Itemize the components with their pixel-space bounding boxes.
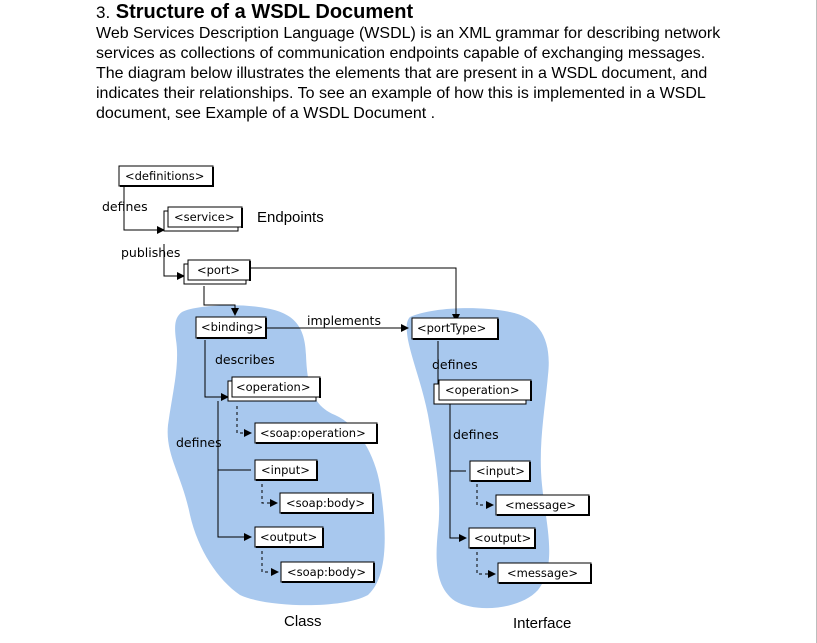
node-operation-class-label: <operation> bbox=[236, 380, 311, 394]
node-input-iface-label: <input> bbox=[476, 464, 525, 478]
node-definitions: <definitions> bbox=[118, 165, 214, 187]
node-message-in: <message> bbox=[495, 494, 590, 516]
caption-class: Class bbox=[284, 613, 322, 630]
node-soap-body-out: <soap:body> bbox=[280, 561, 375, 583]
node-port: <port> bbox=[183, 259, 251, 285]
caption-interface: Interface bbox=[513, 615, 571, 632]
node-binding-label: <binding> bbox=[201, 320, 263, 334]
label-defines-class: defines bbox=[176, 435, 222, 450]
label-describes: describes bbox=[215, 352, 275, 367]
class-blob bbox=[167, 305, 385, 606]
node-input-iface: <input> bbox=[469, 460, 531, 482]
node-binding: <binding> bbox=[195, 316, 267, 339]
section-number: 3. bbox=[96, 3, 111, 22]
label-endpoints: Endpoints bbox=[257, 209, 324, 226]
node-message-out-label: <message> bbox=[507, 566, 578, 580]
node-porttype: <portType> bbox=[411, 317, 499, 340]
node-service: <service> bbox=[163, 206, 243, 232]
node-soap-body-in: <soap:body> bbox=[279, 492, 374, 514]
section-heading: 3. Structure of a WSDL Document bbox=[96, 1, 413, 24]
connectors bbox=[123, 186, 467, 542]
node-porttype-label: <portType> bbox=[417, 321, 486, 335]
section-title: Structure of a WSDL Document bbox=[115, 1, 414, 23]
node-input-class-label: <input> bbox=[261, 463, 310, 477]
label-defines-iface-top: defines bbox=[432, 357, 478, 372]
node-definitions-label: <definitions> bbox=[125, 169, 204, 183]
node-output-class-label: <output> bbox=[260, 530, 317, 544]
node-message-out: <message> bbox=[497, 562, 592, 584]
label-publishes: publishes bbox=[121, 245, 180, 260]
node-soap-operation: <soap:operation> bbox=[254, 422, 378, 444]
node-operation-class: <operation> bbox=[227, 376, 321, 402]
node-soap-operation-label: <soap:operation> bbox=[260, 426, 366, 440]
intro-paragraph: Web Services Description Language (WSDL)… bbox=[96, 25, 721, 122]
node-soap-body-in-label: <soap:body> bbox=[286, 496, 365, 510]
node-message-in-label: <message> bbox=[505, 498, 576, 512]
wsdl-structure-diagram: <definitions> <service> <port> <binding>… bbox=[102, 165, 592, 632]
node-operation-iface: <operation> bbox=[433, 379, 532, 405]
node-output-iface-label: <output> bbox=[474, 531, 531, 545]
dashed-connectors bbox=[236, 406, 496, 578]
node-input-class: <input> bbox=[254, 459, 318, 481]
node-output-class: <output> bbox=[254, 526, 324, 548]
node-soap-body-out-label: <soap:body> bbox=[287, 565, 366, 579]
node-operation-iface-label: <operation> bbox=[445, 383, 520, 397]
node-service-label: <service> bbox=[174, 210, 234, 224]
node-port-label: <port> bbox=[197, 263, 240, 277]
label-implements: implements bbox=[307, 313, 381, 328]
label-defines-iface-mid: defines bbox=[453, 427, 499, 442]
node-output-iface: <output> bbox=[468, 527, 536, 549]
label-defines-top: defines bbox=[102, 199, 148, 214]
